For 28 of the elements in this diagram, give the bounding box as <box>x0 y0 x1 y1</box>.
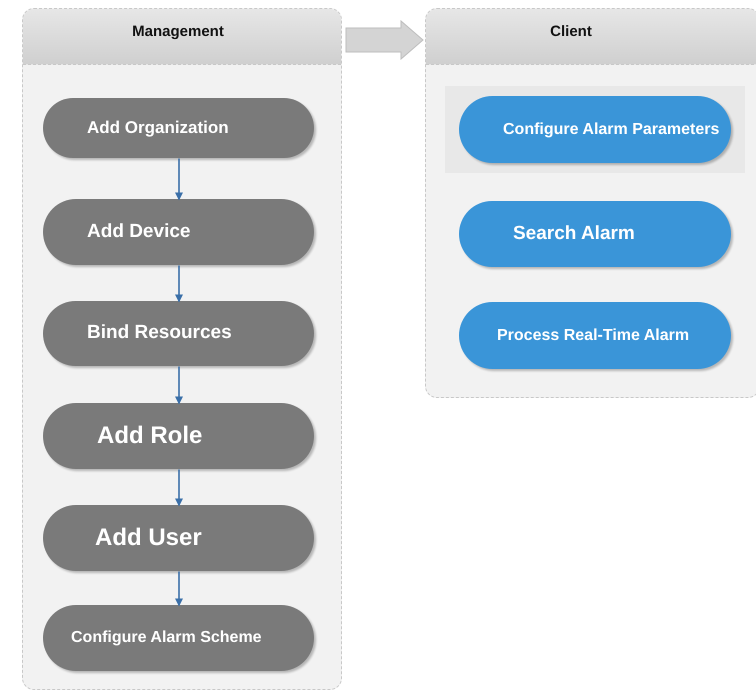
step-label: Process Real-Time Alarm <box>497 326 690 346</box>
arrow <box>175 572 183 606</box>
arrow <box>175 158 183 200</box>
process-step <box>43 301 314 366</box>
step-label: Configure Alarm Parameters <box>503 120 720 140</box>
arrow <box>175 470 183 506</box>
panel-title: Management <box>131 23 225 40</box>
process-step <box>43 605 314 671</box>
process-step <box>43 199 314 265</box>
step-label: Bind Resources <box>87 322 232 345</box>
step-label: Add Device <box>87 220 190 244</box>
step-label: Configure Alarm Scheme <box>71 628 262 648</box>
panel-title: Client <box>549 23 593 40</box>
process-step <box>43 98 314 158</box>
swimlane-panel <box>425 8 756 398</box>
arrow <box>175 266 183 302</box>
step-label: Add User <box>95 524 202 552</box>
process-step <box>459 302 731 369</box>
step-label: Add Role <box>97 422 202 450</box>
process-step <box>459 96 731 163</box>
process-step <box>43 403 314 469</box>
block-arrow <box>346 20 424 60</box>
swimlane-panel <box>22 8 342 690</box>
step-label: Add Organization <box>87 118 229 138</box>
process-step <box>459 201 731 267</box>
step-label: Search Alarm <box>513 222 635 246</box>
arrow <box>175 366 183 404</box>
process-step <box>43 505 314 571</box>
